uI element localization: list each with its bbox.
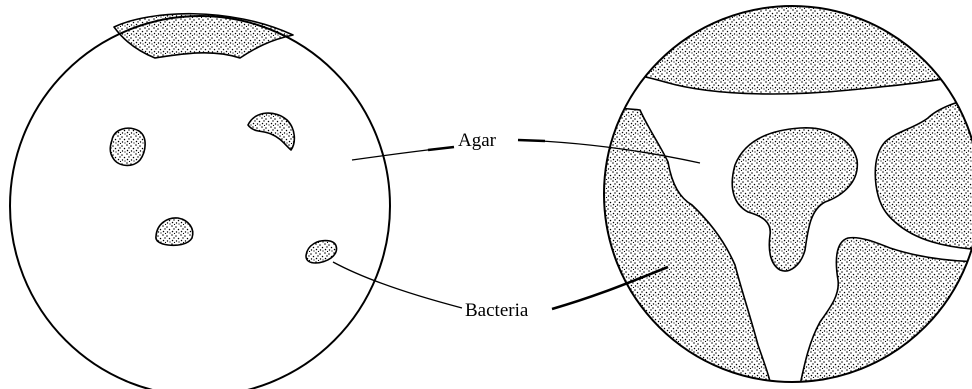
bacteria-label: Bacteria [465,300,529,321]
petri-dish-heavy-growth [595,0,972,389]
agar-label: Agar [458,130,497,151]
bacteria-colony-center [156,218,193,245]
bacteria-colony-top-edge [114,14,293,58]
bacteria-colony-left [110,128,145,165]
agar-leader-line-left-tick [428,147,454,150]
bacteria-mass-right-upper [875,95,972,250]
bacteria-mass-top [600,0,972,94]
bacteria-mass-bottom [798,238,972,389]
petri-dish-rim-left [10,16,390,389]
agar-leader-line-right-tick [518,140,545,141]
petri-dish-sparse-growth [10,14,390,389]
bacteria-leader-line-left [333,262,462,308]
bacteria-colony-right [306,241,337,263]
bacteria-colony-crescent [248,113,294,150]
